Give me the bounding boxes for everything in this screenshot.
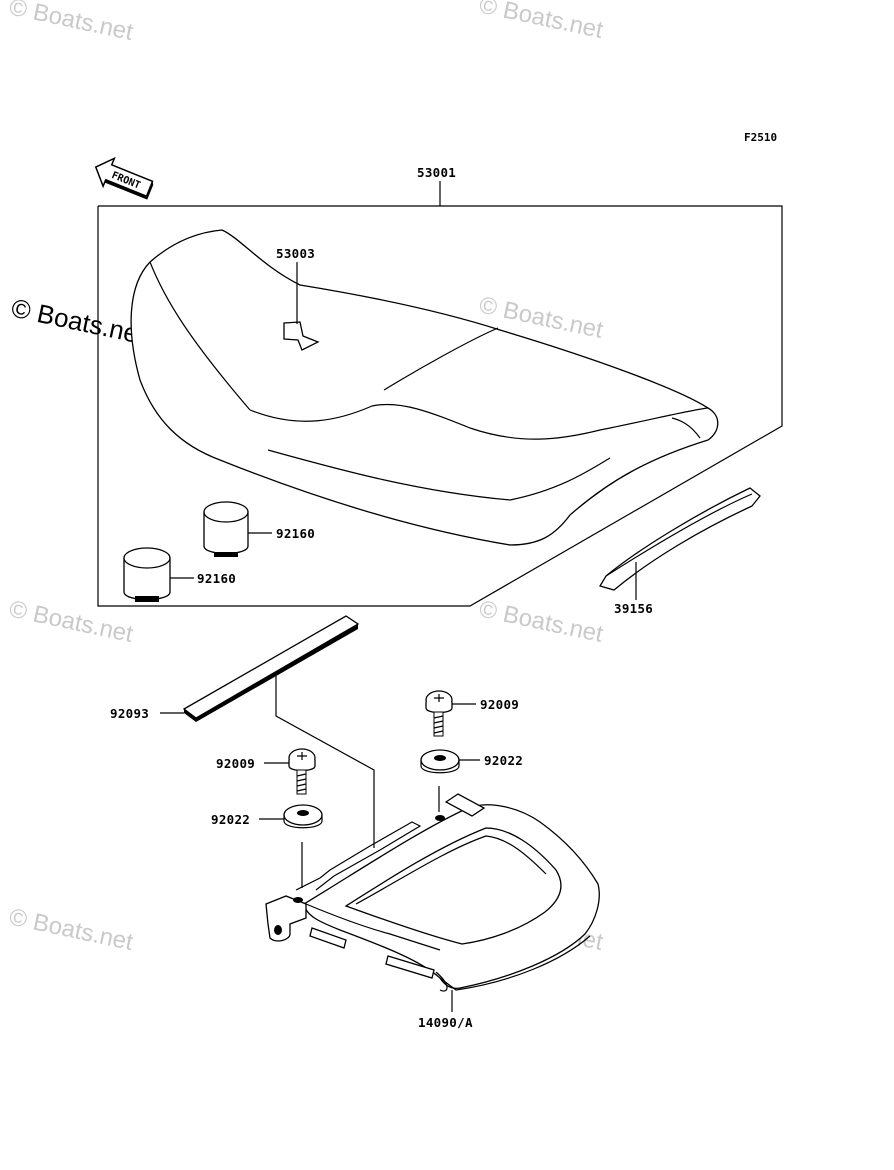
watermark-lower-left: © Boats.net	[7, 595, 136, 648]
label-damper-upper: 92160	[276, 526, 315, 541]
figure-code: F2510	[744, 131, 777, 144]
band	[182, 615, 360, 722]
bolt-left	[288, 748, 316, 795]
seat-base	[265, 793, 600, 992]
label-seat-tag: 53003	[276, 246, 315, 261]
watermark-lower-right: © Boats.net	[477, 595, 606, 648]
label-seat-assembly: 53001	[417, 165, 456, 180]
front-arrow-icon: FRONT	[94, 156, 154, 200]
watermark-top-right: © Boats.net	[477, 0, 606, 44]
label-washer-left: 92022	[211, 812, 250, 827]
watermark-top-left: © Boats.net	[7, 0, 136, 46]
label-band: 92093	[110, 706, 149, 721]
trim-strip	[599, 487, 761, 591]
washer-left	[283, 804, 323, 829]
label-washer-right: 92022	[484, 753, 523, 768]
seat	[130, 229, 719, 546]
label-damper-lower: 92160	[197, 571, 236, 586]
watermark-bottom-left: © Boats.net	[7, 903, 136, 956]
label-bolt-left: 92009	[216, 756, 255, 771]
label-bolt-right: 92009	[480, 697, 519, 712]
damper-upper	[203, 501, 249, 557]
seat-tag	[283, 321, 320, 351]
seat-group-outline	[97, 205, 783, 607]
label-seat-base: 14090/A	[418, 1015, 473, 1030]
label-trim-strip: 39156	[614, 601, 653, 616]
bolt-right	[425, 690, 453, 737]
washer-right	[420, 749, 460, 774]
damper-lower	[123, 547, 171, 602]
watermark-dark: © Boats.net	[9, 293, 149, 351]
